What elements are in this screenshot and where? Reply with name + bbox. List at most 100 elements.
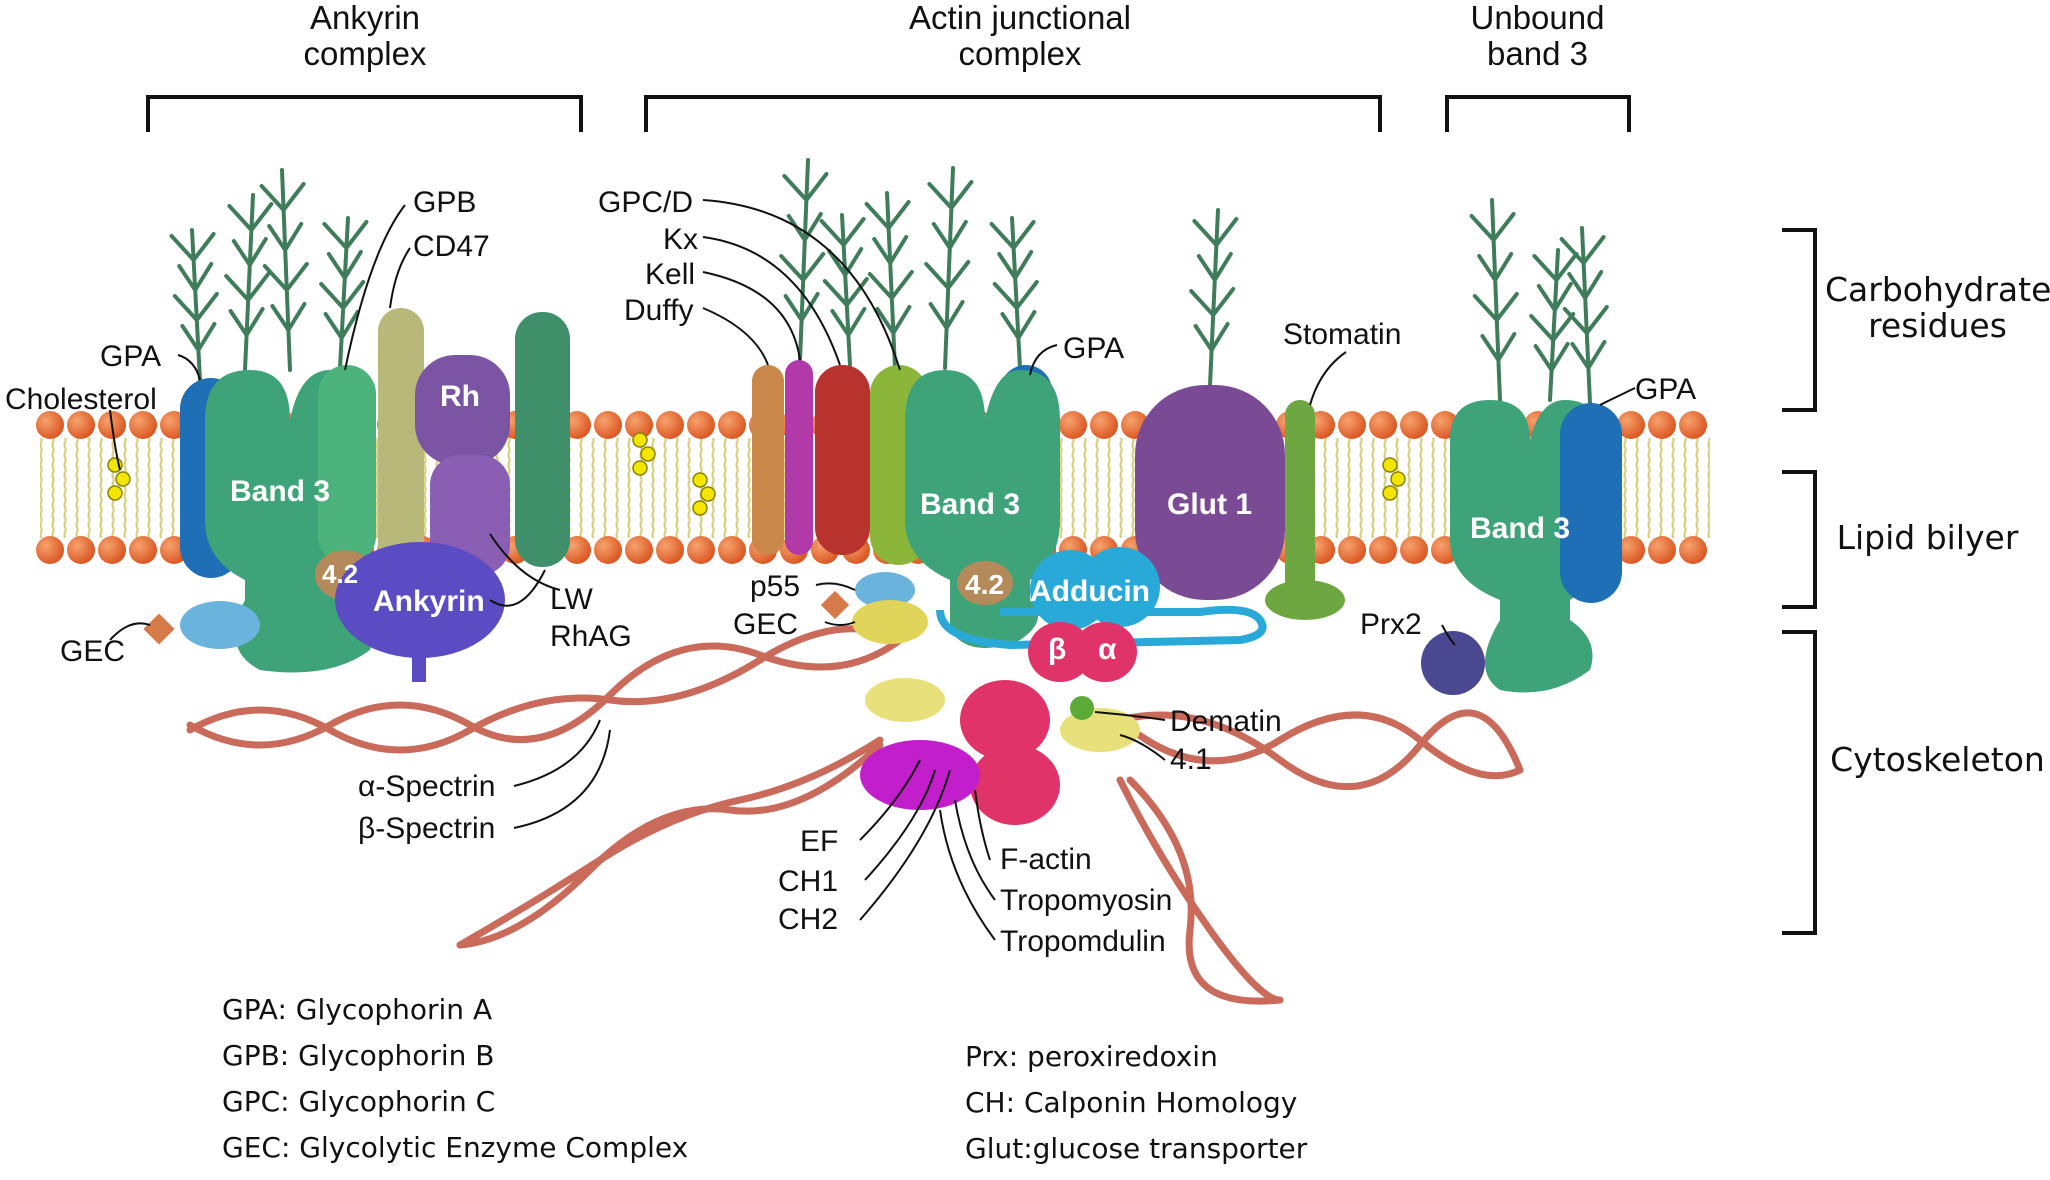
carbohydrate-tree [169, 228, 219, 382]
rh-protein [415, 355, 510, 465]
glut1-protein [1135, 385, 1285, 600]
lipid-head [1679, 536, 1707, 564]
gec-mid-protein [852, 600, 928, 644]
ef-label: EF [800, 825, 839, 858]
carbohydrate-tree [989, 216, 1039, 370]
zone-brackets [1782, 228, 1817, 935]
legend-right-item: Prx: peroxiredoxin [965, 1040, 1218, 1073]
cd47-label: CD47 [413, 230, 490, 263]
cholesterol-ring [632, 460, 648, 476]
unbound-band3-bracket [1445, 95, 1631, 132]
ankyrin-complex-bracket [146, 95, 583, 132]
lipid-head [67, 536, 95, 564]
lipid-head [687, 411, 715, 439]
alpha-spectrin-label: α-Spectrin [358, 770, 496, 803]
carbohydrate-residues [169, 158, 1609, 405]
lipid-head [1369, 536, 1397, 564]
unbound-band3-header: Unbound band 3 [1440, 0, 1635, 73]
stomatin-base [1265, 580, 1345, 620]
band3-mid-label: Band 3 [920, 488, 1021, 521]
ch1-label: CH1 [778, 865, 839, 898]
protein42-mid [957, 561, 1013, 605]
lipid-head [625, 536, 653, 564]
cholesterol-ring [640, 446, 656, 462]
legend-right-item: CH: Calponin Homology [965, 1086, 1298, 1119]
cholesterol-ring [1382, 457, 1398, 473]
legend-right-item: Glut:glucose transporter [965, 1132, 1308, 1165]
leader-lines [109, 199, 1636, 941]
adducin-loop [936, 605, 1267, 650]
spectrin-network [186, 625, 1524, 1005]
carbohydrate-tree [1189, 208, 1239, 387]
gpa-mid-label: GPA [1063, 332, 1125, 365]
dematin-yellow [865, 678, 945, 722]
carbohydrate-residues-label: Carbohydrate residues [1825, 270, 2050, 346]
dematin-label: Dematin [1170, 705, 1282, 738]
gec-mid-kinase [820, 590, 850, 620]
ankyrin-protein [335, 542, 505, 658]
lipid-head [67, 411, 95, 439]
rhag-label: RhAG [550, 620, 632, 653]
unbound-band3-header-line1: Unbound [1470, 0, 1605, 36]
carbohydrate-tree [1469, 198, 1519, 402]
legend-left: GPA: Glycophorin A GPB: Glycophorin B GP… [222, 994, 689, 1179]
band3-mid-protein [905, 370, 1060, 648]
beta-label: β [1048, 633, 1067, 666]
carbohydrate-tree [224, 193, 274, 372]
prx2-protein [1421, 631, 1485, 695]
rh-label: Rh [440, 380, 480, 413]
carbohydrate-label-line1: Carbohydrate [1825, 270, 2050, 309]
factin-body-2 [970, 745, 1060, 825]
band3-left-label: Band 3 [230, 475, 331, 508]
adducin-label: Adducin [1030, 575, 1150, 608]
beta-spectrin-label: β-Spectrin [358, 812, 496, 845]
prx2-label: Prx2 [1360, 608, 1422, 641]
lw-protein [515, 312, 570, 567]
carbohydrate-tree [1559, 226, 1609, 405]
lipid-head [129, 536, 157, 564]
lipid-head [1648, 411, 1676, 439]
adducin-alpha [1073, 622, 1137, 682]
tropomodulin-protein [860, 740, 980, 810]
carbohydrate-tree [319, 216, 369, 370]
cholesterol-ring [700, 486, 716, 502]
gec-left-kinase [143, 613, 175, 645]
lipid-head [594, 536, 622, 564]
cholesterol-ring [1382, 485, 1398, 501]
lipid-head [1400, 411, 1428, 439]
legend-right: Prx: peroxiredoxin CH: Calponin Homology… [965, 1040, 1308, 1180]
lipid-bilayer-label: Lipid bilyer [1836, 518, 2019, 557]
ankyrin-label: Ankyrin [373, 585, 485, 618]
ankyrin-complex-header-line1: Ankyrin [309, 0, 421, 36]
gpa-left-label: GPA [100, 340, 162, 373]
cholesterol-ring [632, 432, 648, 448]
cholesterol-ring [692, 500, 708, 516]
actin-junctional-complex-header: Actin junctional complex [870, 0, 1170, 73]
kx-label: Kx [663, 223, 699, 256]
lipid-head [129, 411, 157, 439]
band42-mid-label: 4.2 [965, 569, 1004, 600]
gec-left-protein [180, 601, 260, 649]
carbohydrate-label-line2: residues [1868, 306, 2007, 346]
gpb-protein [318, 365, 376, 565]
carbohydrate-tree [864, 191, 914, 370]
lipid-head [1617, 411, 1645, 439]
unbound-band3-header-line2: band 3 [1487, 35, 1588, 73]
p55-label: p55 [750, 570, 801, 603]
legend-left-item: GEC: Glycolytic Enzyme Complex [222, 1131, 689, 1164]
lipid-head [594, 411, 622, 439]
lipid-head [1617, 536, 1645, 564]
ankyrin-complex-header: Ankyrin complex [265, 0, 465, 73]
lipid-head [718, 411, 746, 439]
lipid-head [1338, 536, 1366, 564]
lipid-head [563, 536, 591, 564]
gpcd-label: GPC/D [598, 186, 694, 219]
lipid-head [98, 536, 126, 564]
cholesterol-ring [692, 472, 708, 488]
band3-right-label: Band 3 [1470, 512, 1571, 545]
band42-left-label: 4.2 [322, 559, 359, 589]
lipid-head [1679, 411, 1707, 439]
actin-complex-bracket [644, 95, 1382, 132]
legend-left-item: GPB: Glycophorin B [222, 1039, 495, 1072]
